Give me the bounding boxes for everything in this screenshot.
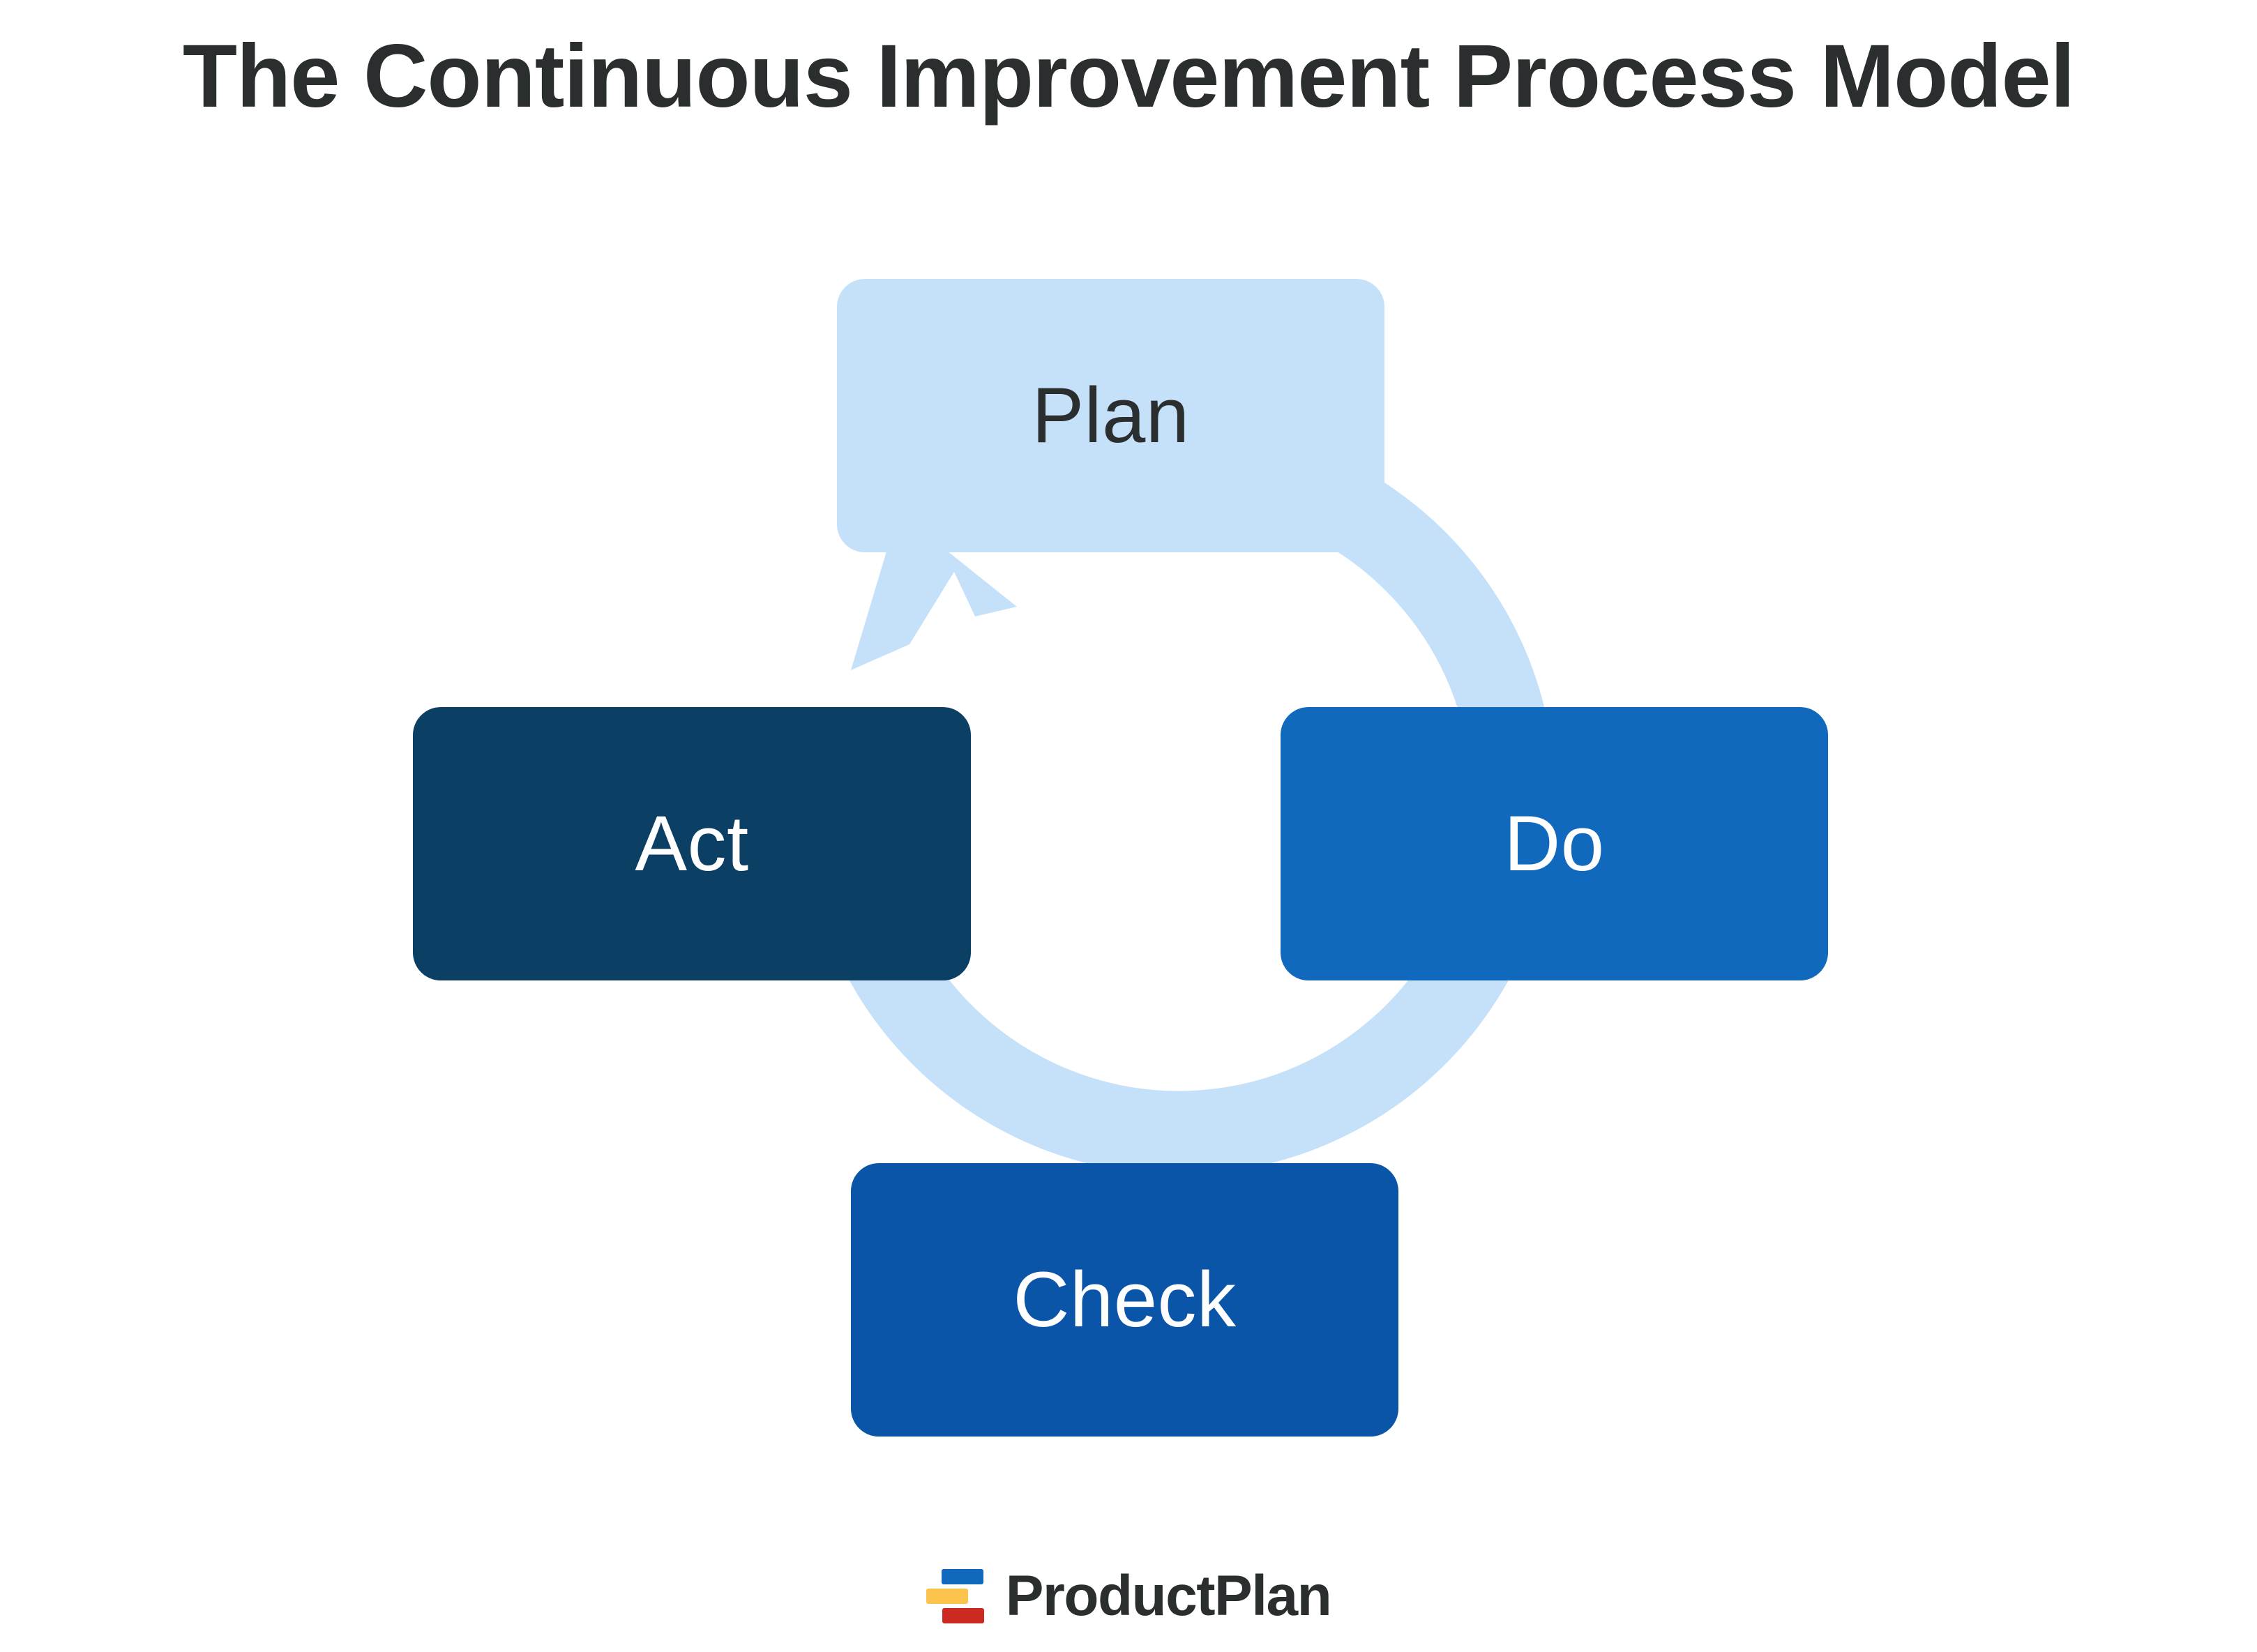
logo-bar-red-icon xyxy=(942,1608,984,1623)
brand-logo: ProductPlan xyxy=(0,1568,2257,1625)
brand-wordmark: ProductPlan xyxy=(1005,1564,1332,1628)
productplan-logo-icon xyxy=(926,1568,990,1625)
stage-box-plan[interactable]: Plan xyxy=(837,279,1384,552)
stage-label-act: Act xyxy=(635,800,749,887)
page-title: The Continuous Improvement Process Model xyxy=(182,26,2075,126)
stage-box-act[interactable]: Act xyxy=(413,707,971,980)
stage-label-plan: Plan xyxy=(1032,372,1190,459)
stage-label-do: Do xyxy=(1504,800,1605,887)
logo-bar-blue-icon xyxy=(941,1569,983,1584)
logo-bar-yellow-icon xyxy=(926,1589,968,1604)
stage-box-check[interactable]: Check xyxy=(851,1163,1398,1437)
stage-label-check: Check xyxy=(1013,1256,1237,1343)
stage-box-do[interactable]: Do xyxy=(1281,707,1828,980)
